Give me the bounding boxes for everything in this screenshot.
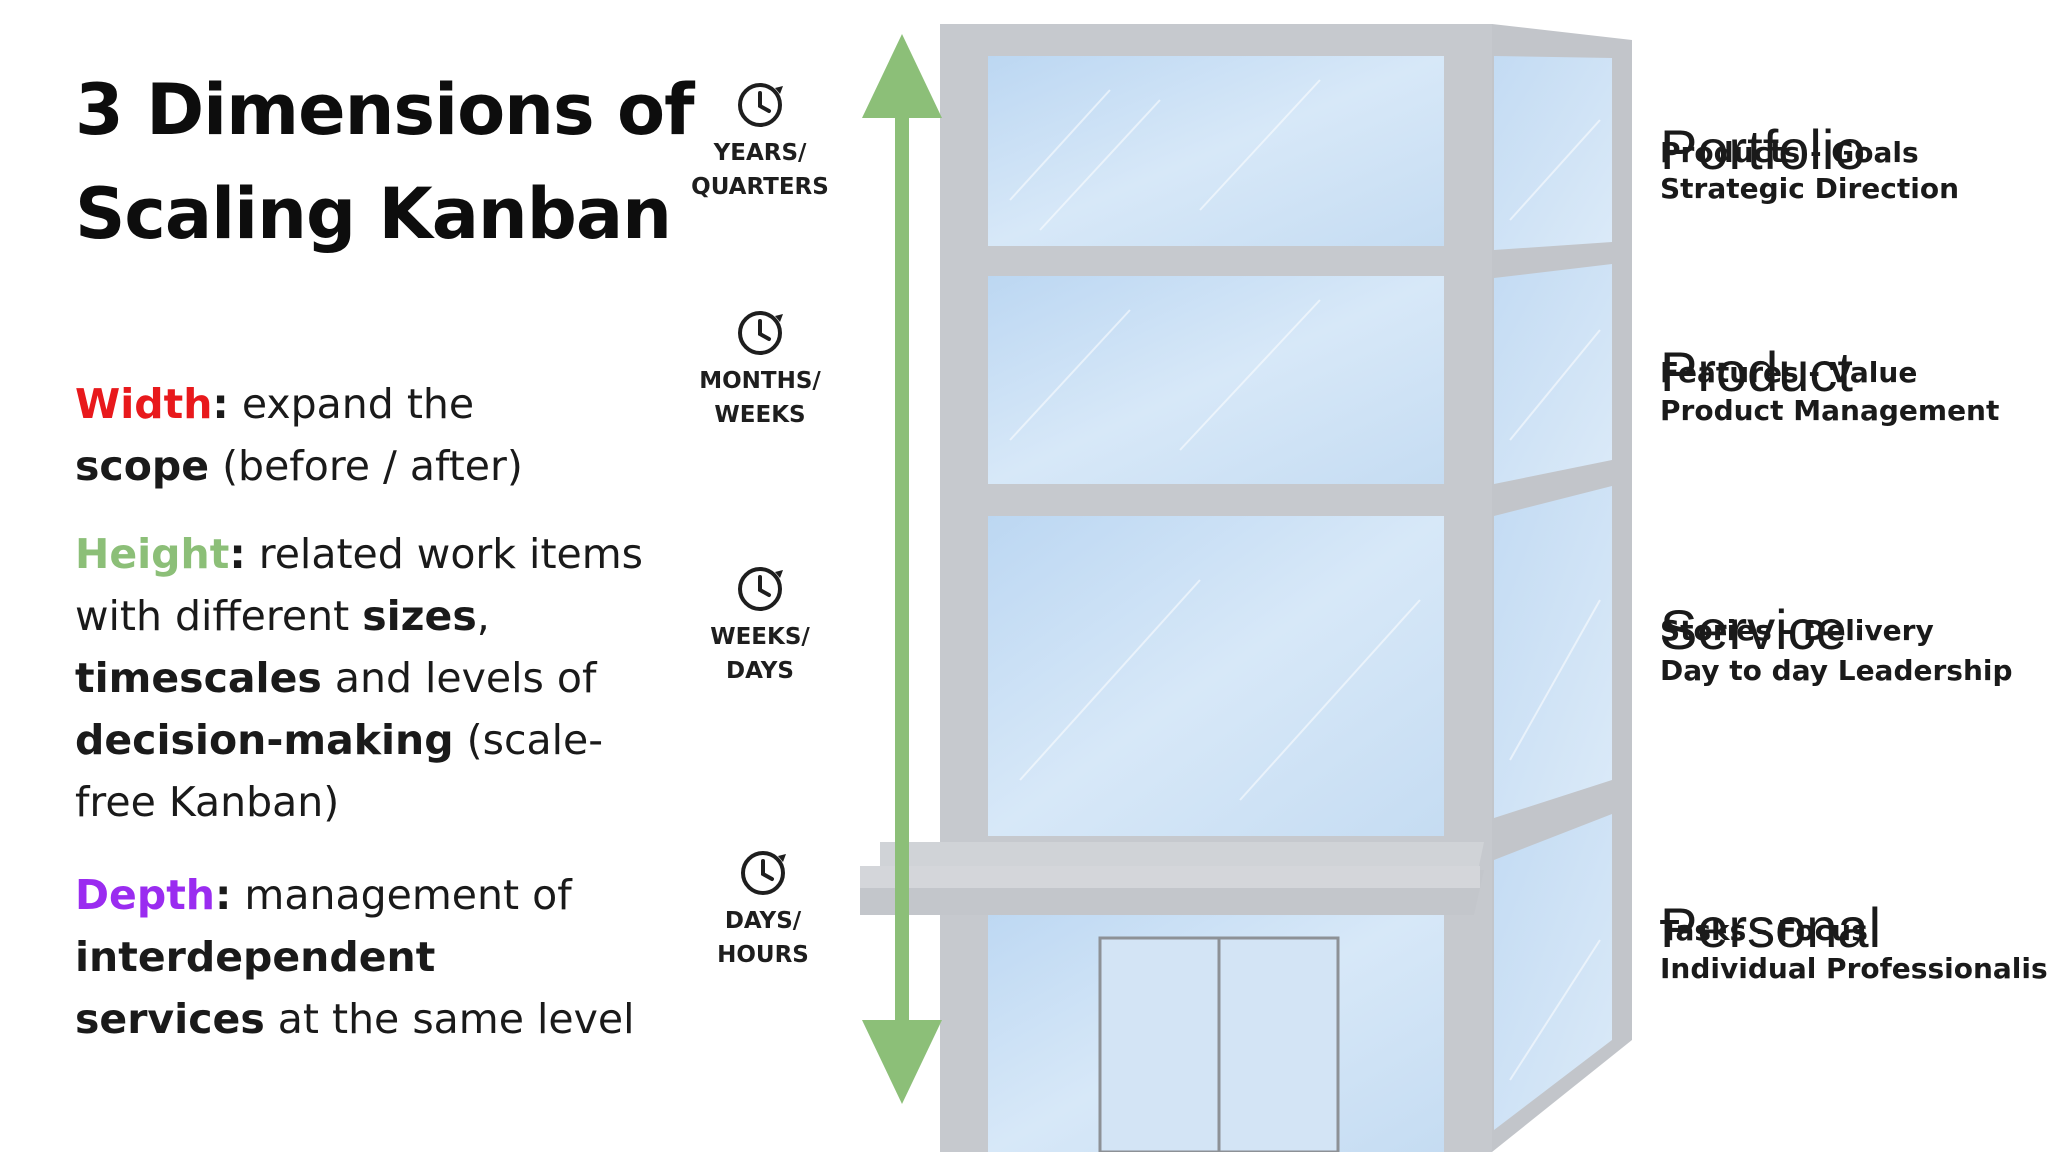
level-items-product: Features - Value xyxy=(1660,356,1918,389)
level-name-personal: Personal xyxy=(1660,896,1882,959)
width-keyword: Width xyxy=(75,380,213,428)
level-items-service: Stories - Delivery xyxy=(1660,614,1934,647)
timescale-line-2: HOURS xyxy=(717,942,809,968)
height-paragraph: Height: related work items with differen… xyxy=(75,523,665,833)
depth-bold-services: interdependent services xyxy=(75,933,436,1043)
timescale-line-2: WEEKS xyxy=(714,402,806,428)
clock-icon xyxy=(738,311,783,355)
height-colon: : xyxy=(229,530,246,578)
height-keyword: Height xyxy=(75,530,230,578)
timescale-line-1: YEARS/ xyxy=(713,140,807,166)
floor-slab-1 xyxy=(940,246,1492,276)
width-text-2: (before / after) xyxy=(209,442,523,490)
timescale-line-2: QUARTERS xyxy=(691,174,829,200)
height-bold-decision: decision-making xyxy=(75,716,454,764)
canopy-top xyxy=(860,866,1480,888)
glass-panel-product xyxy=(988,276,1444,484)
depth-text-1: management of xyxy=(231,871,572,919)
level-name-product: Product xyxy=(1660,340,1853,403)
timescale-line-1: MONTHS/ xyxy=(699,368,821,394)
page-title: 3 Dimensions of Scaling Kanban xyxy=(75,58,715,266)
height-text-4: (scale-free Kanban) xyxy=(75,716,604,826)
clock-icon xyxy=(741,851,786,895)
floor-slab-2 xyxy=(940,484,1492,516)
timescale-days-hours: DAYS/ HOURS xyxy=(678,846,848,986)
level-items-portfolio: Products - Goals xyxy=(1660,136,1919,169)
timescale-line-1: WEEKS/ xyxy=(710,624,810,650)
side-glass-3 xyxy=(1494,486,1612,818)
width-text-1: expand the xyxy=(228,380,475,428)
timescale-line-2: DAYS xyxy=(726,658,794,684)
title-line-1: 3 Dimensions of xyxy=(75,69,695,151)
level-desc-personal: Individual Professionalism xyxy=(1660,952,2048,985)
height-text-3: and levels of xyxy=(321,654,597,702)
side-glass-2 xyxy=(1494,264,1612,484)
level-name-service: Service xyxy=(1660,598,1847,661)
width-paragraph: Width: expand the scope (before / after) xyxy=(75,373,675,497)
level-items-personal: Tasks - Focus xyxy=(1660,914,1868,947)
clock-icon xyxy=(738,567,783,611)
height-bold-timescales: timescales xyxy=(75,654,322,702)
side-glass-4 xyxy=(1494,814,1612,1130)
depth-keyword: Depth xyxy=(75,871,215,919)
level-name-portfolio: Portfolio xyxy=(1660,118,1866,181)
arrow-head-up xyxy=(862,34,942,118)
height-text-1: related work items with different xyxy=(75,530,644,640)
glass-reflections xyxy=(1009,79,1601,1081)
timescale-line-1: DAYS/ xyxy=(724,908,802,934)
arrow-head-down xyxy=(862,1020,942,1104)
timescale-years-quarters: YEARS/ QUARTERS xyxy=(675,78,845,218)
height-bold-sizes: sizes xyxy=(362,592,477,640)
height-arrow xyxy=(862,34,942,1104)
title-line-2: Scaling Kanban xyxy=(75,173,672,255)
depth-paragraph: Depth: management of interdependent serv… xyxy=(75,864,635,1050)
glass-panel-portfolio xyxy=(988,56,1444,246)
timescale-months-weeks: MONTHS/ WEEKS xyxy=(675,306,845,446)
level-desc-product: Product Management xyxy=(1660,394,2000,427)
level-desc-portfolio: Strategic Direction xyxy=(1660,172,1960,205)
level-desc-service: Day to day Leadership xyxy=(1660,654,2013,687)
side-glass-1 xyxy=(1494,56,1612,250)
clock-icon xyxy=(738,83,783,127)
depth-colon: : xyxy=(214,871,232,919)
timescale-weeks-days: WEEKS/ DAYS xyxy=(675,562,845,702)
width-colon: : xyxy=(212,380,229,428)
height-text-2: , xyxy=(476,592,490,640)
glass-panel-service xyxy=(988,516,1444,836)
width-bold-scope: scope xyxy=(75,442,210,490)
depth-text-2: at the same level xyxy=(264,995,635,1043)
